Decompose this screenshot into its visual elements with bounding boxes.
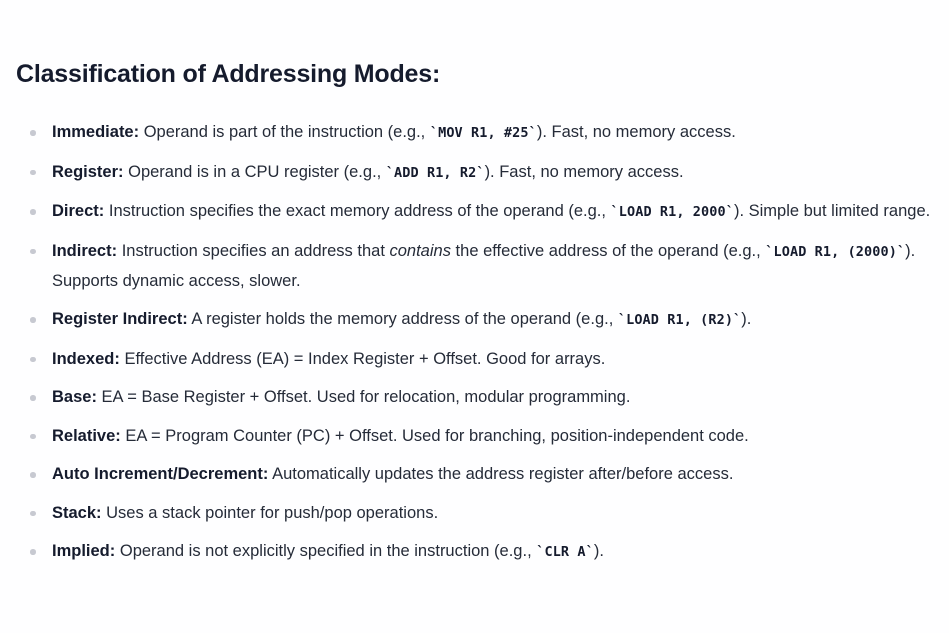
list-item: Implied: Operand is not explicitly speci… — [0, 537, 949, 567]
list-item-text-after: ). — [593, 542, 604, 560]
list-item-text: Automatically updates the address regist… — [268, 465, 733, 483]
list-item-label: Auto Increment/Decrement: — [52, 465, 269, 483]
list-item-text: Uses a stack pointer for push/pop operat… — [102, 503, 439, 522]
list-item: Indexed: Effective Address (EA) = Index … — [0, 345, 949, 374]
list-item-text: Operand is part of the instruction (e.g.… — [139, 123, 736, 141]
list-item-text-before: A register holds the memory address of t… — [191, 310, 618, 328]
list-item: Base: EA = Base Register + Offset. Used … — [0, 383, 949, 412]
code-snippet: `LOAD R1, 2000` — [610, 204, 734, 220]
bullet-icon — [30, 433, 36, 439]
list-item-label: Indirect: — [52, 241, 118, 260]
bullet-icon — [30, 549, 36, 555]
code-snippet: `MOV R1, #25` — [429, 125, 537, 141]
bullet-icon — [30, 510, 36, 516]
list-item-text-after: ). Fast, no memory access. — [484, 162, 684, 181]
list-item-label: Direct: — [52, 202, 105, 220]
list-item-label: Register Indirect: — [52, 310, 188, 328]
code-snippet: `LOAD R1, (R2)` — [617, 312, 742, 328]
addressing-modes-list: Immediate: Operand is part of the instru… — [0, 118, 949, 577]
list-item-text-before: Automatically updates the address regist… — [272, 465, 734, 483]
code-snippet: `CLR A` — [536, 544, 594, 560]
list-item: Indirect: Instruction specifies an addre… — [0, 237, 949, 296]
list-item-label: Stack: — [52, 503, 102, 522]
list-item-text-before: Operand is in a CPU register (e.g., — [128, 162, 386, 181]
list-item-text-after: ). — [741, 310, 752, 328]
list-item-text-after: ). Simple but limited range. — [733, 202, 931, 220]
list-item-label: Relative: — [52, 426, 121, 445]
code-snippet: `ADD R1, R2` — [385, 164, 485, 181]
list-item-text: Operand is in a CPU register (e.g., `ADD… — [124, 162, 684, 181]
page-title: Classification of Addressing Modes: — [16, 60, 441, 88]
list-item-label: Indexed: — [52, 349, 120, 368]
list-item-text-before2: the effective address of the operand (e.… — [450, 241, 766, 260]
list-item-text-before: EA = Base Register + Offset. Used for re… — [101, 388, 631, 406]
bullet-icon — [30, 209, 36, 215]
list-item: Relative: EA = Program Counter (PC) + Of… — [0, 422, 949, 451]
list-item-label: Base: — [52, 388, 97, 406]
list-item: Direct: Instruction specifies the exact … — [0, 197, 949, 227]
list-item-label: Immediate: — [52, 123, 140, 141]
list-item-text: Effective Address (EA) = Index Register … — [120, 350, 605, 368]
list-item-text: Instruction specifies the exact memory a… — [104, 202, 930, 220]
list-item-label: Register: — [52, 162, 124, 181]
list-item-text: Instruction specifies an address that co… — [52, 242, 915, 290]
emphasis-text: contains — [389, 241, 451, 260]
list-item-text: A register holds the memory address of t… — [188, 310, 752, 328]
bullet-icon — [30, 130, 36, 136]
bullet-icon — [30, 317, 36, 323]
bullet-icon — [30, 472, 36, 478]
list-item: Stack: Uses a stack pointer for push/pop… — [0, 499, 949, 528]
list-item: Auto Increment/Decrement: Automatically … — [0, 460, 949, 489]
list-item-text-before: Instruction specifies the exact memory a… — [108, 202, 611, 220]
list-item-text-after: ). Supports dynamic access, slower. — [52, 241, 916, 290]
list-item-text: Operand is not explicitly specified in t… — [115, 542, 604, 560]
bullet-icon — [30, 356, 36, 362]
bullet-icon — [30, 248, 36, 254]
list-item-text-before: Operand is not explicitly specified in t… — [119, 542, 537, 560]
list-item: Immediate: Operand is part of the instru… — [0, 118, 949, 148]
bullet-icon — [30, 169, 36, 175]
list-item-text-after: ). Fast, no memory access. — [536, 123, 736, 141]
list-item-text-before: EA = Program Counter (PC) + Offset. Used… — [125, 426, 749, 445]
code-snippet: `LOAD R1, (2000)` — [765, 243, 906, 260]
list-item-text: EA = Program Counter (PC) + Offset. Used… — [121, 426, 749, 445]
list-item: Register Indirect: A register holds the … — [0, 305, 949, 335]
list-item-text-before: Instruction specifies an address that — [121, 241, 390, 260]
list-item-text-before: Operand is part of the instruction (e.g.… — [143, 123, 430, 141]
list-item-text-before: Uses a stack pointer for push/pop operat… — [106, 503, 439, 522]
list-item-label: Implied: — [52, 542, 116, 560]
list-item-text-before: Effective Address (EA) = Index Register … — [124, 349, 606, 368]
list-item: Register: Operand is in a CPU register (… — [0, 158, 949, 188]
bullet-icon — [30, 395, 36, 401]
list-item-text: EA = Base Register + Offset. Used for re… — [97, 388, 631, 406]
